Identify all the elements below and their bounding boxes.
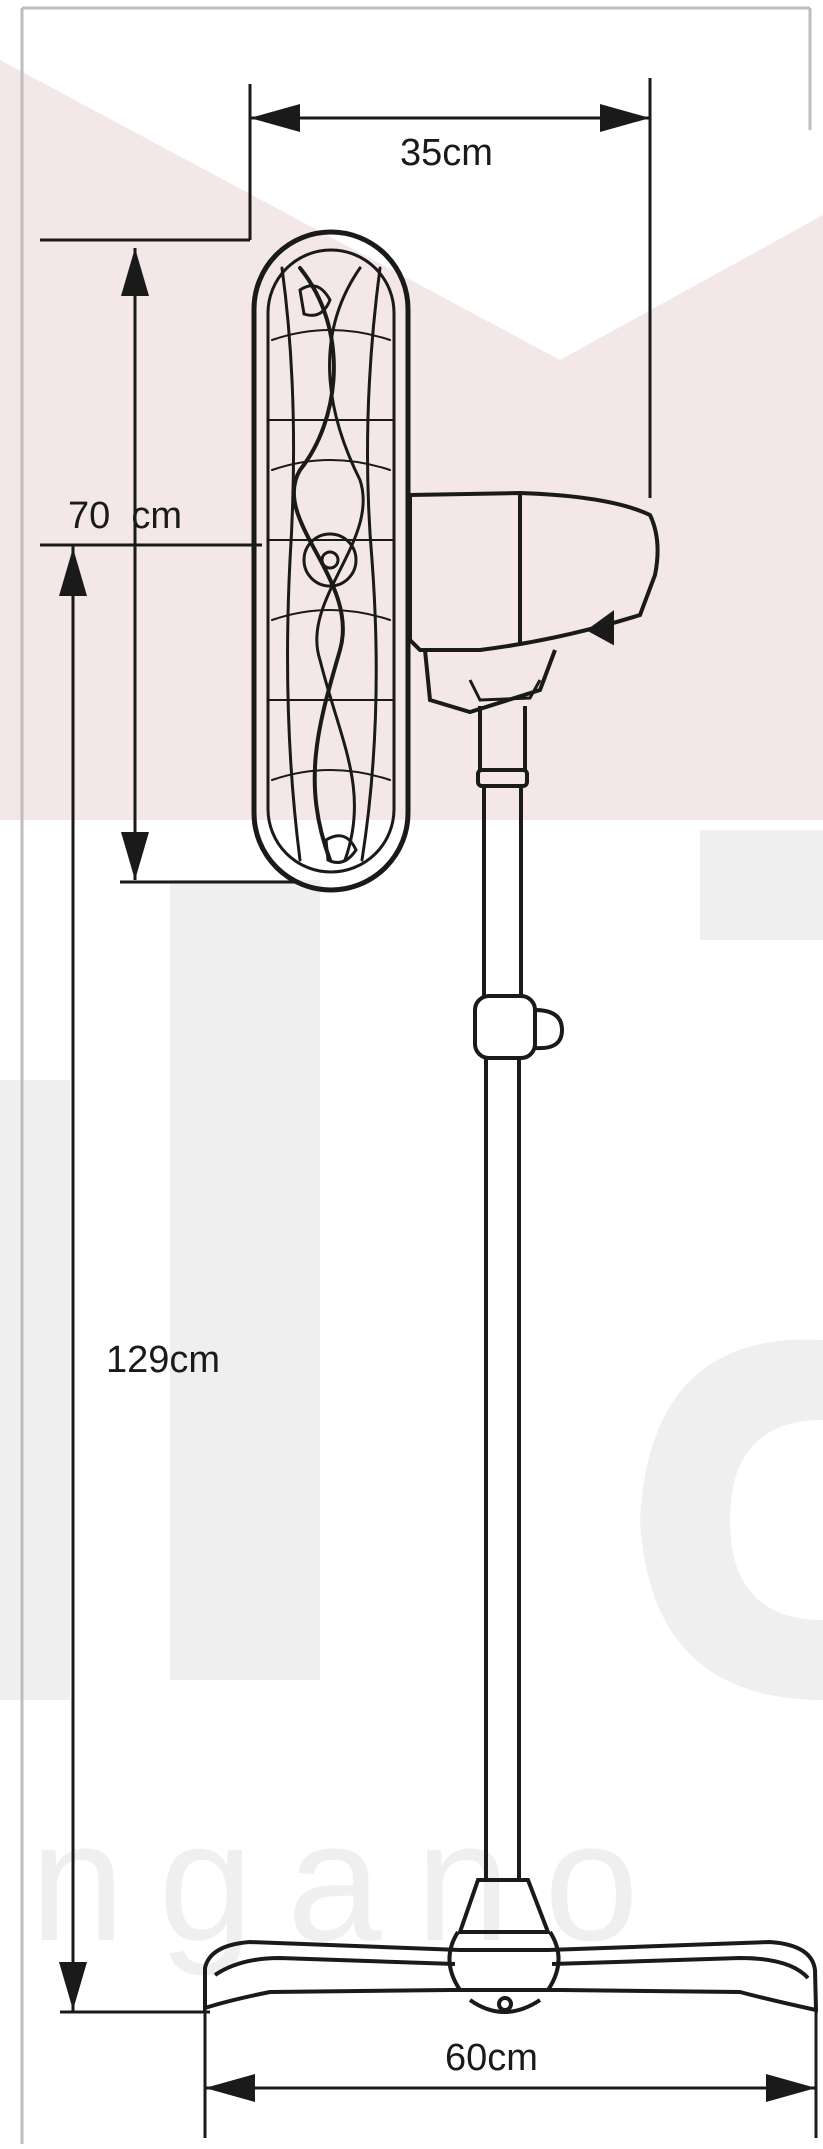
fan-pole <box>473 706 565 1880</box>
label-depth: 35cm <box>400 132 493 174</box>
label-head-height: 70 cm <box>68 495 182 537</box>
arrow-129-top <box>59 548 87 596</box>
arrow-35-right <box>600 104 650 132</box>
dimension-arrows <box>59 104 816 2102</box>
dimension-labels: 35cm 70 cm 129cm 60cm <box>68 132 538 2079</box>
arrow-35-left <box>250 104 300 132</box>
arrow-60-right <box>766 2074 816 2102</box>
frame <box>20 6 812 2144</box>
watermark-bar-1 <box>0 1080 70 1700</box>
fan-guard <box>251 229 411 893</box>
label-total-height: 129cm <box>106 1339 220 1381</box>
watermark-bar-2 <box>170 880 320 1680</box>
arrow-70-top <box>121 248 149 296</box>
dimension-lines <box>40 78 818 2138</box>
arrow-60-left <box>205 2074 255 2102</box>
watermark: ngano <box>0 60 823 1977</box>
watermark-bar-3 <box>700 830 823 940</box>
arrow-70-bottom <box>121 832 149 880</box>
watermark-pink-band <box>0 60 823 820</box>
label-base-width: 60cm <box>445 2037 538 2079</box>
arrow-129-bottom <box>59 1962 87 2010</box>
fan-base <box>203 1878 819 2014</box>
watermark-curve <box>640 1339 823 1700</box>
motor-housing <box>408 490 660 715</box>
